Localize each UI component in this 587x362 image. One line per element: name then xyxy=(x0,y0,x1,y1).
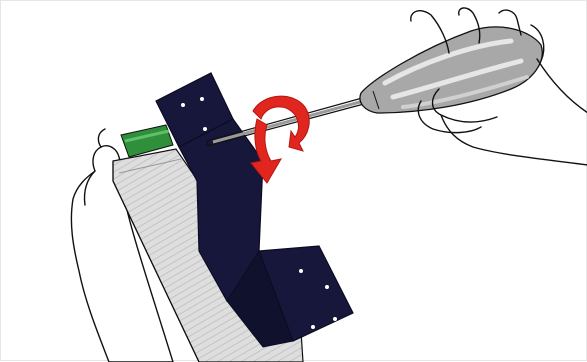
rotation-arrow-icon xyxy=(251,96,309,183)
